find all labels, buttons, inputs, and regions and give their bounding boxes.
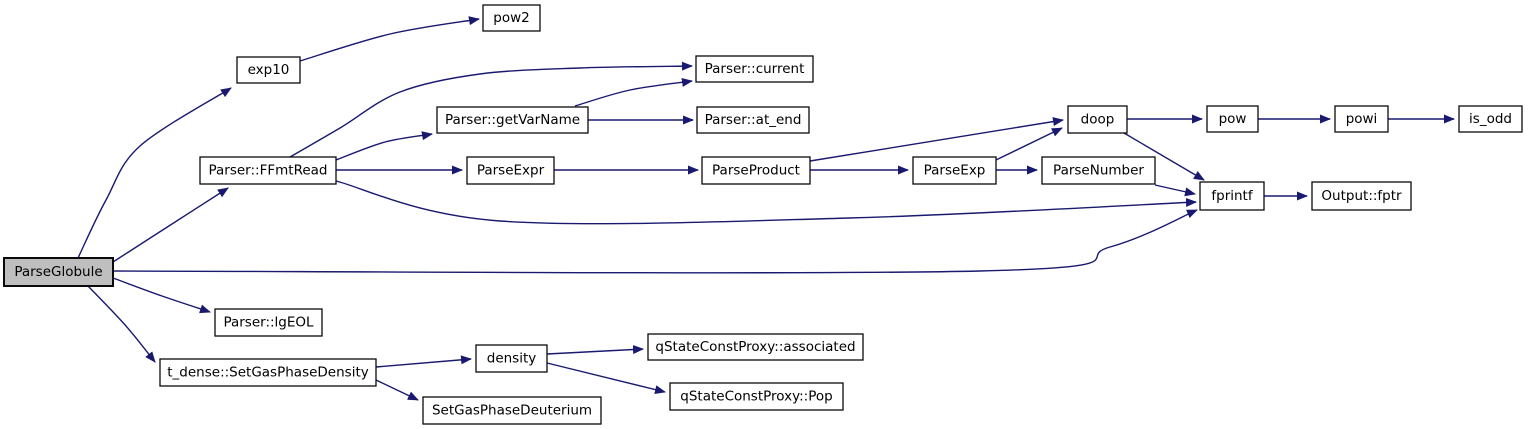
node-box-parser-lgeol bbox=[214, 308, 323, 337]
graph-node-parse-globule[interactable]: ParseGlobule bbox=[3, 257, 114, 287]
node-label-doop: doop bbox=[1081, 112, 1115, 128]
node-box-density bbox=[475, 344, 548, 373]
node-label-parseproduct: ParseProduct bbox=[712, 163, 800, 179]
node-box-parse-globule bbox=[3, 257, 114, 287]
node-label-fprintf: fprintf bbox=[1211, 188, 1253, 204]
node-box-parser-getvarname bbox=[436, 106, 589, 134]
graph-node-parsenumber[interactable]: ParseNumber bbox=[1041, 156, 1156, 185]
edge-density-to-qstateconstproxy-pop bbox=[546, 362, 666, 394]
graph-node-doop[interactable]: doop bbox=[1067, 105, 1128, 134]
node-box-parseproduct bbox=[701, 156, 811, 185]
graph-node-parser-current[interactable]: Parser::current bbox=[695, 55, 814, 83]
node-label-setgasphasedeuterium: SetGasPhaseDeuterium bbox=[432, 403, 592, 419]
node-label-parser-lgeol: Parser::lgEOL bbox=[223, 315, 314, 331]
edge-parser-getvarname-to-parser-current bbox=[574, 77, 693, 107]
node-box-t-dense-setgasphasedensity bbox=[159, 358, 377, 387]
graph-node-parser-at-end[interactable]: Parser::at_end bbox=[696, 106, 810, 134]
node-label-t-dense-setgasphasedensity: t_dense::SetGasPhaseDensity bbox=[167, 365, 368, 381]
node-label-parsenumber: ParseNumber bbox=[1053, 163, 1144, 179]
node-box-pow2 bbox=[482, 4, 541, 32]
node-label-pow: pow bbox=[1219, 111, 1247, 127]
edge-parse-globule-to-fprintf bbox=[112, 209, 1198, 274]
graph-node-parseexpr[interactable]: ParseExpr bbox=[466, 156, 555, 185]
node-label-qstateconstproxy-pop: qStateConstProxy::Pop bbox=[680, 389, 832, 405]
node-label-parse-globule: ParseGlobule bbox=[14, 264, 102, 280]
node-box-parseexpr bbox=[466, 156, 555, 185]
node-label-parser-getvarname: Parser::getVarName bbox=[445, 112, 580, 128]
graph-node-exp10[interactable]: exp10 bbox=[236, 56, 301, 84]
edge-parseexp-to-doop bbox=[995, 127, 1063, 161]
graph-node-parser-lgeol[interactable]: Parser::lgEOL bbox=[214, 308, 323, 337]
graph-node-powi[interactable]: powi bbox=[1334, 105, 1389, 133]
node-label-parseexp: ParseExp bbox=[924, 163, 986, 179]
edge-t-dense-setgasphasedensity-to-density bbox=[375, 355, 472, 368]
edge-parse-globule-to-exp10 bbox=[77, 87, 232, 259]
graph-node-t-dense-setgasphasedensity[interactable]: t_dense::SetGasPhaseDensity bbox=[159, 358, 377, 387]
node-box-parser-at-end bbox=[696, 106, 810, 134]
node-box-doop bbox=[1067, 105, 1128, 134]
edge-exp10-to-pow2 bbox=[299, 16, 480, 62]
node-label-exp10: exp10 bbox=[248, 62, 290, 78]
edge-density-to-qstateconstproxy-associated bbox=[546, 345, 644, 355]
node-box-exp10 bbox=[236, 56, 301, 84]
node-box-parseexp bbox=[912, 156, 997, 185]
node-box-qstateconstproxy-associated bbox=[647, 333, 864, 361]
node-label-parser-at-end: Parser::at_end bbox=[705, 112, 802, 128]
node-box-pow bbox=[1206, 105, 1259, 133]
node-box-fprintf bbox=[1199, 181, 1265, 211]
graph-node-pow2[interactable]: pow2 bbox=[482, 4, 541, 32]
edge-doop-to-fprintf bbox=[1123, 132, 1205, 181]
graph-node-parser-getvarname[interactable]: Parser::getVarName bbox=[436, 106, 589, 134]
graph-edges-layer bbox=[77, 16, 1455, 401]
node-label-qstateconstproxy-associated: qStateConstProxy::associated bbox=[655, 339, 855, 355]
node-box-setgasphasedeuterium bbox=[422, 396, 602, 425]
node-box-parsenumber bbox=[1041, 156, 1156, 185]
edge-parser-ffmtread-to-fprintf bbox=[335, 180, 1197, 225]
edge-parser-ffmtread-to-parser-current bbox=[289, 61, 693, 158]
node-label-output-fptr: Output::fptr bbox=[1321, 188, 1402, 204]
graph-node-pow[interactable]: pow bbox=[1206, 105, 1259, 133]
node-label-parser-current: Parser::current bbox=[705, 61, 805, 77]
node-box-output-fptr bbox=[1311, 181, 1412, 211]
graph-node-parser-ffmtread[interactable]: Parser::FFmtRead bbox=[199, 156, 337, 185]
graph-node-qstateconstproxy-associated[interactable]: qStateConstProxy::associated bbox=[647, 333, 864, 361]
node-box-parser-current bbox=[695, 55, 814, 83]
node-box-is-odd bbox=[1458, 105, 1523, 133]
node-label-density: density bbox=[487, 351, 537, 367]
edge-parser-ffmtread-to-parser-getvarname bbox=[335, 131, 433, 161]
node-box-qstateconstproxy-pop bbox=[669, 382, 844, 411]
graph-node-density[interactable]: density bbox=[475, 344, 548, 373]
edge-parse-globule-to-parser-ffmtread bbox=[112, 187, 229, 263]
graph-node-parseexp[interactable]: ParseExp bbox=[912, 156, 997, 185]
edge-parse-globule-to-t-dense-setgasphasedensity bbox=[87, 285, 156, 363]
node-box-powi bbox=[1334, 105, 1389, 133]
edge-t-dense-setgasphasedensity-to-setgasphasedeuterium bbox=[375, 379, 419, 401]
node-label-pow2: pow2 bbox=[493, 10, 529, 26]
edge-parse-globule-to-parser-lgeol bbox=[112, 277, 211, 314]
graph-node-parseproduct[interactable]: ParseProduct bbox=[701, 156, 811, 185]
edge-parseproduct-to-doop bbox=[809, 117, 1064, 162]
node-label-parseexpr: ParseExpr bbox=[477, 163, 545, 179]
graph-nodes-layer: ParseGlobuleexp10pow2Parser::FFmtReadPar… bbox=[3, 4, 1523, 425]
node-label-is-odd: is_odd bbox=[1469, 111, 1512, 127]
graph-node-setgasphasedeuterium[interactable]: SetGasPhaseDeuterium bbox=[422, 396, 602, 425]
graph-node-qstateconstproxy-pop[interactable]: qStateConstProxy::Pop bbox=[669, 382, 844, 411]
graph-node-is-odd[interactable]: is_odd bbox=[1458, 105, 1523, 133]
node-label-parser-ffmtread: Parser::FFmtRead bbox=[208, 163, 327, 179]
graph-node-fprintf[interactable]: fprintf bbox=[1199, 181, 1265, 211]
node-label-powi: powi bbox=[1346, 111, 1378, 127]
node-box-parser-ffmtread bbox=[199, 156, 337, 185]
edge-parsenumber-to-fprintf bbox=[1154, 184, 1196, 197]
graph-node-output-fptr[interactable]: Output::fptr bbox=[1311, 181, 1412, 211]
